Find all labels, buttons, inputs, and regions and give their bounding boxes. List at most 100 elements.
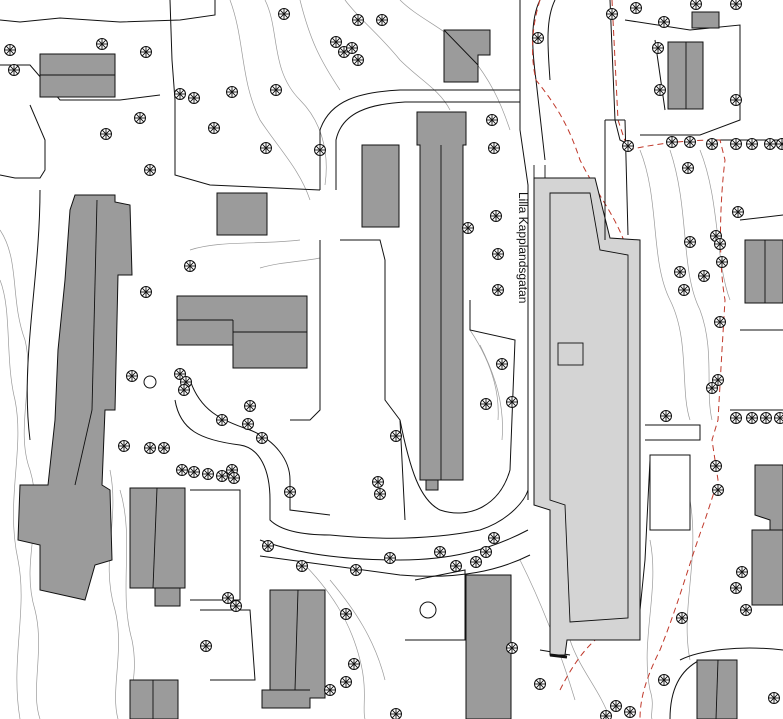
tree-symbol [716, 256, 728, 268]
tree-symbol [740, 604, 752, 616]
building [691, 11, 720, 29]
tree-symbol [730, 138, 742, 150]
tree-symbol [340, 676, 352, 688]
tree-symbol [434, 546, 446, 558]
tree-symbol [624, 706, 636, 718]
building [129, 487, 186, 589]
tree-symbol [202, 468, 214, 480]
tree-symbol [698, 270, 710, 282]
building [216, 192, 268, 236]
tree-symbol [260, 142, 272, 154]
tree-symbol [676, 612, 688, 624]
tree-symbol [462, 222, 474, 234]
building [751, 529, 783, 606]
tree-symbol [764, 138, 776, 150]
tree-symbol [684, 136, 696, 148]
tree-symbol [330, 36, 342, 48]
tree-symbol [666, 136, 678, 148]
tree-symbol [284, 486, 296, 498]
tree-symbol [144, 442, 156, 454]
tree-symbol [534, 678, 546, 690]
proposed-building [533, 119, 641, 659]
tree-symbol [140, 286, 152, 298]
tree-symbol [228, 472, 240, 484]
tree-symbol [372, 476, 384, 488]
tree-symbol [746, 412, 758, 424]
tree-symbol [126, 370, 138, 382]
tree-symbol [216, 470, 228, 482]
tree-symbol [200, 640, 212, 652]
tree-symbol [184, 260, 196, 272]
tree-symbol [730, 412, 742, 424]
tree-symbol [496, 358, 508, 370]
tree-symbol [100, 128, 112, 140]
tree-symbol [684, 236, 696, 248]
building [744, 239, 783, 304]
tree-symbol [390, 708, 402, 719]
tree-symbol [352, 14, 364, 26]
tree-symbol [600, 710, 612, 719]
tree-symbol [736, 566, 748, 578]
tree-symbol [622, 140, 634, 152]
tree-symbol [176, 464, 188, 476]
tree-symbol [760, 412, 772, 424]
tree-symbol [296, 560, 308, 572]
tree-symbol [690, 0, 702, 10]
tree-symbol [208, 122, 220, 134]
tree-symbol [8, 64, 20, 76]
tree-symbol [730, 0, 742, 10]
building [667, 41, 704, 110]
tree-symbol [450, 560, 462, 572]
tree-symbol [216, 414, 228, 426]
tree-symbol [262, 540, 274, 552]
tree-symbol [174, 368, 186, 380]
tree-symbol [222, 592, 234, 604]
building [443, 29, 491, 83]
tree-symbol [144, 164, 156, 176]
tree-symbol [492, 248, 504, 260]
tree-symbol [480, 398, 492, 410]
tree-symbol [118, 440, 130, 452]
tree-symbol [278, 8, 290, 20]
tree-symbol [492, 284, 504, 296]
building [17, 194, 133, 601]
tree-symbol [140, 46, 152, 58]
building [39, 53, 116, 98]
tree-symbol [96, 38, 108, 50]
tree-symbol [226, 86, 238, 98]
tree-symbol [506, 642, 518, 654]
existing-buildings [17, 11, 783, 719]
tree-symbol [188, 466, 200, 478]
tree-symbol [188, 92, 200, 104]
tree-symbol [776, 138, 783, 150]
tree-symbol [768, 692, 780, 704]
tree-symbol [532, 32, 544, 44]
tree-symbol [506, 396, 518, 408]
tree-symbol [488, 142, 500, 154]
tree-symbol [732, 206, 744, 218]
tree-symbol [230, 600, 242, 612]
tree-symbol [486, 114, 498, 126]
building [129, 679, 179, 719]
tree-symbol [384, 552, 396, 564]
tree-symbol [606, 8, 618, 20]
tree-symbol [610, 700, 622, 712]
tree-symbol [710, 460, 722, 472]
tree-symbol [242, 418, 254, 430]
tree-symbol [488, 532, 500, 544]
tree-symbol [178, 384, 190, 396]
tree-symbol [174, 88, 186, 100]
tree-symbol [678, 284, 690, 296]
tree-symbol [324, 684, 336, 696]
tree-symbol [374, 488, 386, 500]
tree-symbol [480, 546, 492, 558]
tree-symbol [682, 162, 694, 174]
tree-symbol [390, 430, 402, 442]
tree-symbol [314, 144, 326, 156]
tree-symbol [158, 442, 170, 454]
building [416, 111, 467, 481]
tree-symbol [746, 138, 758, 150]
trees [4, 0, 783, 719]
